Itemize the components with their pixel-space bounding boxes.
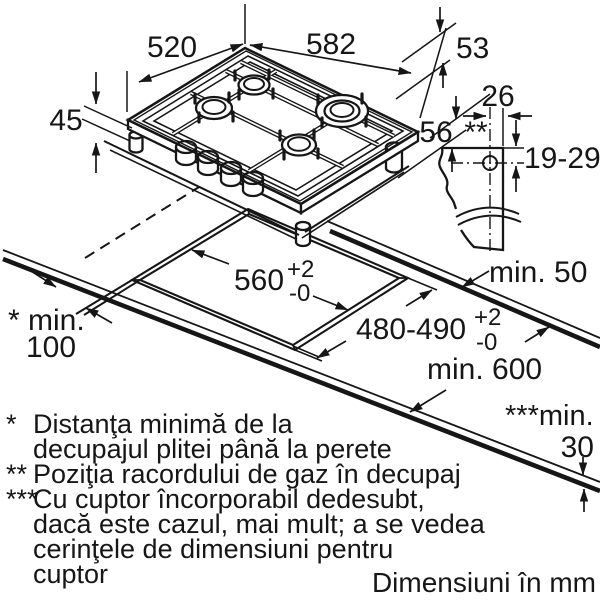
dim-560-arrow-1 xyxy=(191,249,230,265)
hob-bottom-trim xyxy=(103,140,300,236)
footnote-marker-1: * xyxy=(6,409,17,439)
units-note: Dimensiuni în mm xyxy=(372,567,596,598)
gas-position-marker: ** xyxy=(464,116,488,149)
worktop-front-edge-top xyxy=(2,249,600,483)
dim-53-label: 53 xyxy=(456,32,489,65)
dim-480-arrow-1 xyxy=(405,289,433,307)
dim-min100-label: * min. xyxy=(8,304,85,337)
dim-min50-label: min. 50 xyxy=(489,256,587,289)
cutout-south-extension xyxy=(294,349,323,362)
cutout-east-extension xyxy=(407,277,438,291)
dim-min30-label: ***min. xyxy=(505,400,594,432)
footnote-3-line-1: Cu cuptor încorporabil dedesubt, xyxy=(33,484,425,514)
dim-520-label: 520 xyxy=(147,31,197,64)
dim-min100-arrow-2 xyxy=(85,307,113,324)
footnote-3-line-3: cerinţele de dimensiuni pentru xyxy=(33,534,393,564)
footnote-3-line-2: dacă este cazul, mai mult; a se vedea xyxy=(33,509,486,539)
dim-582-line xyxy=(249,43,412,75)
footnote-3-line-4: cuptor xyxy=(33,559,108,589)
dim-560-arrow-2 xyxy=(312,295,349,311)
labels: 520 582 53 45 56 26 ** 19-29 min. 50 560… xyxy=(8,28,600,464)
footnote-marker-2: ** xyxy=(6,459,28,489)
wall-line xyxy=(84,186,200,259)
dim-480-tol-plus: +2 xyxy=(474,304,501,331)
dim-min30-value: 30 xyxy=(561,431,594,464)
dim-min50-arrow xyxy=(461,270,490,288)
worktop-back-edge xyxy=(329,228,600,350)
dim-min100-value: 100 xyxy=(26,331,76,364)
break-line xyxy=(455,206,520,218)
dim-520-line xyxy=(138,43,244,83)
gas-connection-detail xyxy=(438,107,524,252)
dim-min600-label: min. 600 xyxy=(427,353,542,386)
footnote-marker-3: *** xyxy=(6,484,38,514)
dim-480-tol-minus: -0 xyxy=(476,329,497,356)
dim-min600-arrow-1 xyxy=(524,326,550,343)
dim-19-29-label: 19-29 xyxy=(524,142,600,175)
footnote-2-line-1: Poziţia racordului de gaz în decupaj xyxy=(33,459,461,489)
dim-480-490-label: 480-490 xyxy=(356,313,466,346)
footnotes: * Distanţa minimă de la decupajul plitei… xyxy=(6,409,596,598)
hob-drawing xyxy=(103,46,421,248)
pan-support-prongs xyxy=(193,68,368,161)
dim-26-label: 26 xyxy=(481,80,514,113)
dim-56-label: 56 xyxy=(419,116,452,149)
dim-45-label: 45 xyxy=(49,104,82,137)
dim-min600-arrow-2 xyxy=(409,389,447,413)
dim-560-tol-minus: -0 xyxy=(289,280,310,307)
cutout-west-extension xyxy=(75,279,133,315)
footnote-1-line-1: Distanţa minimă de la xyxy=(33,409,294,439)
gas-connection-hole xyxy=(482,155,498,171)
dim-560-label: 560 xyxy=(234,264,284,297)
dimension-annotations xyxy=(30,4,589,512)
burners xyxy=(194,74,370,157)
dim-560-tol-plus: +2 xyxy=(287,256,314,283)
dim-480-arrow-2 xyxy=(316,340,347,359)
dim-min100-arrow-1 xyxy=(30,270,57,288)
footnote-1-line-2: decupajul plitei până la perete xyxy=(33,434,392,464)
dim-582-label: 582 xyxy=(306,28,356,61)
